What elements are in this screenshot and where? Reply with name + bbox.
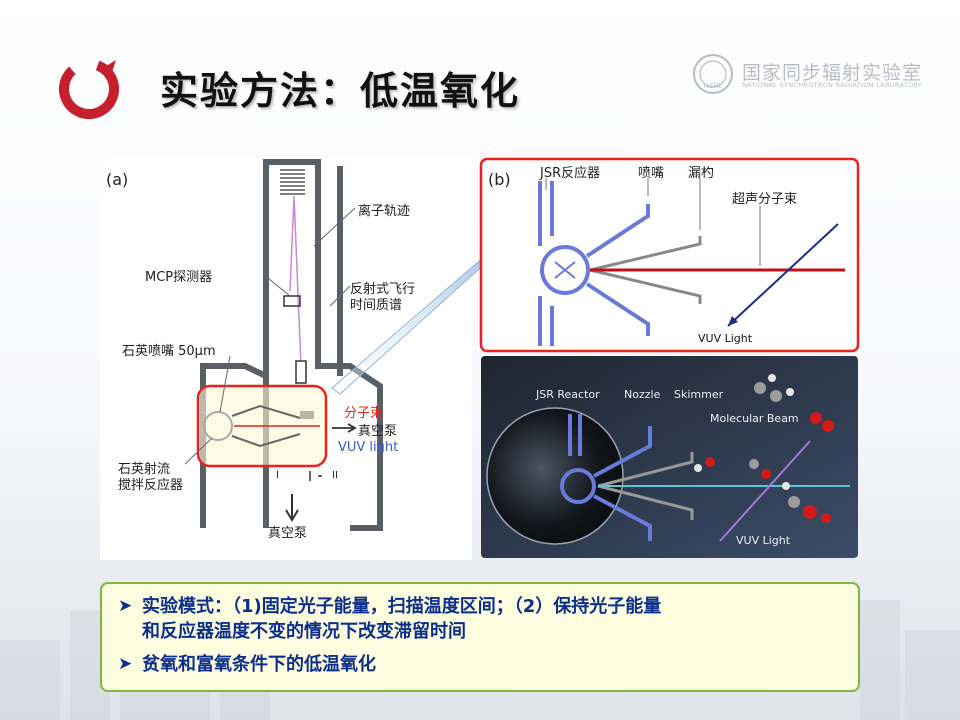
quartz-reactor-sphere	[203, 411, 233, 441]
vuv-light-label-c: VUV Light	[736, 534, 791, 547]
panel-c-skimmer	[597, 452, 694, 520]
jsr-reactor-label-b: JSR反应器	[540, 166, 601, 181]
vacuum-pump-bottom-label: 真空泵	[268, 526, 308, 541]
bullet-arrow-icon: ➤	[118, 596, 133, 616]
supersonic-beam-label: 超声分子束	[732, 192, 798, 207]
panel-b-skimmer	[589, 236, 702, 304]
panel-b-label: (b)	[488, 170, 511, 189]
bottom-pump-arrow	[285, 494, 299, 522]
nozzle-walls	[231, 404, 301, 448]
nsrl-logo-text: NSRL	[704, 83, 723, 90]
panel-c-molecules	[694, 374, 834, 523]
reflectron-label-line2: 时间质谱	[350, 298, 403, 313]
bullet-1-line1: 实验模式：（1)固定光子能量，扫描温度区间；（2）保持光子能量	[142, 596, 662, 617]
panel-b-callouts	[545, 178, 761, 266]
molecular-beam-label: 分子束	[344, 406, 384, 421]
ion-optics	[295, 360, 307, 384]
reflectron-label-line1: 反射式飞行	[350, 282, 416, 297]
molecular-beam-label-c: Molecular Beam	[710, 412, 799, 425]
reflectron-grids	[280, 169, 305, 195]
panel-a-background	[100, 156, 472, 560]
mcp-detector-mark	[283, 295, 301, 307]
experiment-figure: (a) 离子轨迹 MCP探测器 反射式飞行 时间质谱 石英喷嘴 50μm 分子束…	[100, 156, 860, 560]
panel-b-cross	[554, 261, 576, 279]
figure-diagram	[100, 156, 860, 560]
mcp-detector-label: MCP探测器	[145, 270, 213, 285]
ion-trajectory-line	[289, 195, 302, 367]
skimmer-label-c: Skimmer	[674, 388, 724, 401]
divider-marks	[309, 471, 322, 481]
panel-c-reactor	[560, 414, 652, 541]
nozzle-label-b: 喷嘴	[638, 166, 665, 181]
vuv-light-label-b: VUV Light	[698, 332, 753, 345]
slide-logo-icon	[59, 59, 119, 119]
panel-b-reactor	[538, 181, 650, 346]
bullet-2-text: 贫氧和富氧条件下的低温氧化	[142, 654, 376, 675]
lab-brand: NSRL 国家同步辐射实验室 NATIONAL SYNCHROTRON RADI…	[690, 52, 940, 96]
bullet-1-line2: 和反应器温度不变的情况下改变滞留时间	[142, 621, 466, 642]
bullet-item-2: ➤ 贫氧和富氧条件下的低温氧化	[118, 652, 844, 677]
skimmer-label-b: 漏杓	[688, 166, 715, 181]
nozzle-label-c: Nozzle	[624, 388, 661, 401]
panel-a-label: (a)	[106, 170, 129, 189]
vacuum-pump-right-label: 真空泵	[358, 424, 398, 439]
reactor-label-line2: 搅拌反应器	[118, 478, 184, 493]
nsrl-logo-icon: NSRL	[693, 54, 733, 94]
side-pump-arrow	[332, 423, 357, 433]
ion-trajectory-label: 离子轨迹	[358, 204, 411, 219]
panel-c-glass-reactor	[486, 407, 624, 545]
panel-b-frame	[479, 157, 860, 353]
lab-name-en: NATIONAL SYNCHROTRON RADIATION LABORATOR…	[742, 81, 923, 89]
bullet-item-1: ➤ 实验模式：（1)固定光子能量，扫描温度区间；（2）保持光子能量 和反应器温度…	[118, 594, 844, 644]
stage-1-label: I	[276, 470, 279, 481]
bullet-arrow-icon: ➤	[118, 654, 133, 674]
reactor-label-line1: 石英射流	[118, 462, 171, 477]
lab-name-cn: 国家同步辐射实验室	[742, 62, 923, 84]
jsr-reactor-label-c: JSR Reactor	[536, 388, 600, 401]
quartz-nozzle-label: 石英喷嘴 50μm	[122, 344, 216, 359]
callout-lines	[184, 207, 356, 465]
panel-c-vuv-line	[719, 440, 811, 542]
panel-b-vuv-line	[727, 223, 839, 327]
summary-box: ➤ 实验模式：（1)固定光子能量，扫描温度区间；（2）保持光子能量 和反应器温度…	[100, 582, 860, 692]
stage-2-label: II	[332, 470, 338, 481]
page-title: 实验方法：低温氧化	[160, 69, 521, 113]
vuv-light-label-a: VUV light	[338, 440, 399, 455]
